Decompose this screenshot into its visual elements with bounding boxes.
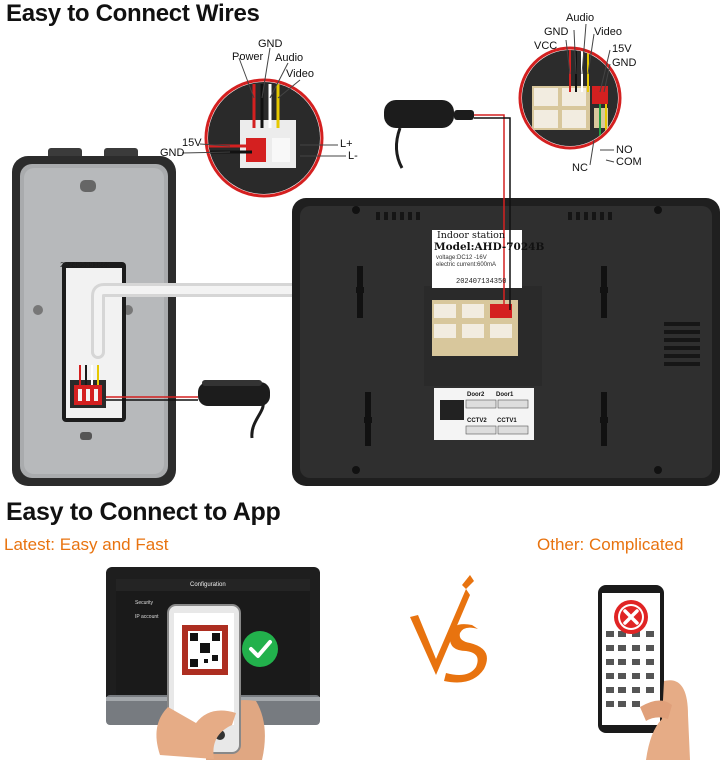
tablet-menu-ip-account[interactable]: IP account [135,614,159,620]
label-no: NO [616,144,633,156]
left-phone [156,604,265,760]
indoor-unit [292,198,720,486]
port-door2: Door2 [467,392,485,398]
label-audio: Audio [275,52,304,64]
port-cctv1: CCTV1 [497,418,517,424]
label-15v-indoor: 15V [612,43,632,55]
wires-title: Easy to Connect Wires [6,0,260,27]
cross-icon [614,600,648,634]
label-com: COM [616,156,642,168]
indoor-current: electric current:600mA [436,262,497,268]
label-l-plus: L+ [340,138,353,150]
label-vcc: VCC [534,40,558,52]
label-audio-indoor: Audio [566,12,595,24]
label-video: Video [286,68,314,80]
indoor-serial: 202407134350 [456,278,507,286]
tablet-screen-title: Configuration [190,582,226,588]
right-phone [598,585,690,760]
label-gnd-top: GND [258,38,283,50]
outdoor-power-adapter [106,380,270,439]
app-title: Easy to Connect to App [6,498,281,526]
other-label: Other: Complicated [537,535,684,554]
indoor-power-adapter [384,100,511,310]
indoor-terminal-callout [518,23,622,166]
port-door1: Door1 [496,392,514,398]
label-gnd-left: GND [160,147,185,159]
indoor-station-label: Indoor station [437,230,506,241]
label-gnd-indoor: GND [544,26,569,38]
wiring-diagram [12,23,720,486]
outdoor-terminal-callout [181,47,346,198]
outdoor-serial: 202405091860 [60,262,111,270]
indoor-voltage: voltage:DC12 -16V [436,255,487,261]
check-icon [242,631,278,667]
label-l-minus: L- [348,150,358,162]
port-cctv2: CCTV2 [467,418,487,424]
latest-label: Latest: Easy and Fast [4,535,169,554]
label-nc: NC [572,162,588,174]
indoor-model: Model:AHD-7024B [434,241,545,253]
label-power: Power [232,51,264,63]
label-gnd-right: GND [612,57,637,69]
tablet-menu-security[interactable]: Security [135,600,154,606]
vs-mark [410,575,487,683]
app-comparison [106,567,690,760]
label-15v-left: 15V [182,137,202,149]
label-video-indoor: Video [594,26,622,38]
